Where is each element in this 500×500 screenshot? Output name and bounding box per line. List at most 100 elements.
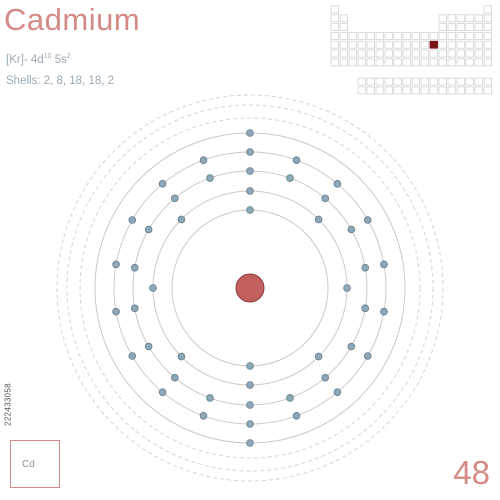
config-core: [Kr]- 4d (6, 53, 44, 66)
periodic-cell (483, 49, 492, 58)
periodic-cell (420, 49, 429, 58)
periodic-cell (474, 40, 483, 49)
periodic-cell (375, 32, 384, 40)
periodic-cell-fblock (411, 77, 420, 86)
periodic-cell (375, 49, 384, 58)
periodic-cell (465, 40, 474, 49)
periodic-cell (348, 32, 357, 40)
periodic-cell (447, 40, 456, 49)
periodic-cell (330, 5, 339, 14)
periodic-cell-fblock (357, 86, 366, 95)
periodic-cell (330, 49, 339, 58)
electron (246, 439, 254, 447)
periodic-cell-fblock (366, 77, 375, 86)
periodic-cell (465, 49, 474, 58)
periodic-cell-fblock (483, 77, 492, 86)
electron (333, 388, 342, 396)
periodic-cell (465, 23, 474, 32)
periodic-cell (384, 58, 393, 67)
electron (158, 388, 167, 396)
periodic-cell (429, 58, 438, 67)
electron (246, 420, 254, 428)
periodic-cell-fblock (465, 77, 474, 86)
periodic-cell-fblock (483, 86, 492, 95)
periodic-cell-fblock (447, 86, 456, 95)
periodic-cell-fblock (420, 77, 429, 86)
periodic-cell-fblock (402, 86, 411, 95)
electron (321, 373, 330, 382)
periodic-cell (456, 14, 465, 23)
periodic-cell (465, 14, 474, 23)
periodic-cell (357, 40, 366, 49)
electron (347, 225, 356, 234)
periodic-cell (411, 32, 420, 40)
electron (380, 260, 388, 269)
periodic-cell (456, 58, 465, 67)
element-name: Cadmium (4, 2, 141, 37)
guide-circle-dashed (79, 117, 421, 459)
periodic-cell (483, 23, 492, 32)
periodic-cell (339, 49, 348, 58)
electron (158, 180, 167, 188)
electron (246, 362, 254, 370)
electron (314, 215, 323, 224)
electron (321, 194, 330, 203)
periodic-cell (366, 40, 375, 49)
electron (361, 304, 370, 313)
electron (199, 411, 208, 420)
periodic-cell (483, 32, 492, 40)
periodic-cell (474, 49, 483, 58)
periodic-cell (420, 58, 429, 67)
electron (177, 352, 186, 361)
electron (246, 206, 254, 214)
periodic-cell (438, 14, 447, 23)
periodic-cell (402, 32, 411, 40)
periodic-cell-fblock (465, 86, 474, 95)
periodic-cell (384, 32, 393, 40)
periodic-cell (402, 49, 411, 58)
electron (246, 148, 254, 156)
periodic-cell-fblock (384, 86, 393, 95)
periodic-cell-fblock (357, 77, 366, 86)
electron (246, 167, 254, 175)
periodic-cell-fblock (474, 86, 483, 95)
shells-label: Shells: 2, 8, 18, 18, 2 (6, 75, 115, 87)
electron (206, 174, 214, 182)
periodic-cell (402, 58, 411, 67)
periodic-cell (429, 32, 438, 40)
periodic-cell-fblock (393, 86, 402, 95)
periodic-cell-fblock (402, 77, 411, 86)
periodic-cell (330, 32, 339, 40)
periodic-cell-fblock (366, 86, 375, 95)
periodic-cell-fblock (411, 86, 420, 95)
electron (347, 342, 356, 351)
periodic-cell (447, 49, 456, 58)
periodic-cell (393, 58, 402, 67)
electron (112, 260, 120, 269)
electron (206, 394, 214, 402)
periodic-cell (483, 14, 492, 23)
periodic-cell (474, 23, 483, 32)
guide-circle-dashed (66, 104, 434, 472)
nucleus (235, 273, 265, 303)
periodic-cell (393, 49, 402, 58)
element-symbol: Cd (22, 459, 35, 470)
periodic-cell (483, 58, 492, 67)
electron (177, 215, 186, 224)
periodic-cell (438, 49, 447, 58)
electron (246, 401, 254, 409)
electron (292, 411, 301, 420)
periodic-cell (465, 58, 474, 67)
periodic-cell (411, 40, 420, 49)
periodic-cell (330, 14, 339, 23)
periodic-cell (375, 58, 384, 67)
periodic-cell-fblock (447, 77, 456, 86)
periodic-cell (393, 40, 402, 49)
electron (199, 156, 208, 165)
electron (333, 180, 342, 188)
periodic-cell (438, 58, 447, 67)
periodic-cell (429, 49, 438, 58)
periodic-cell-fblock (438, 86, 447, 95)
config-s: 5s (51, 53, 67, 66)
